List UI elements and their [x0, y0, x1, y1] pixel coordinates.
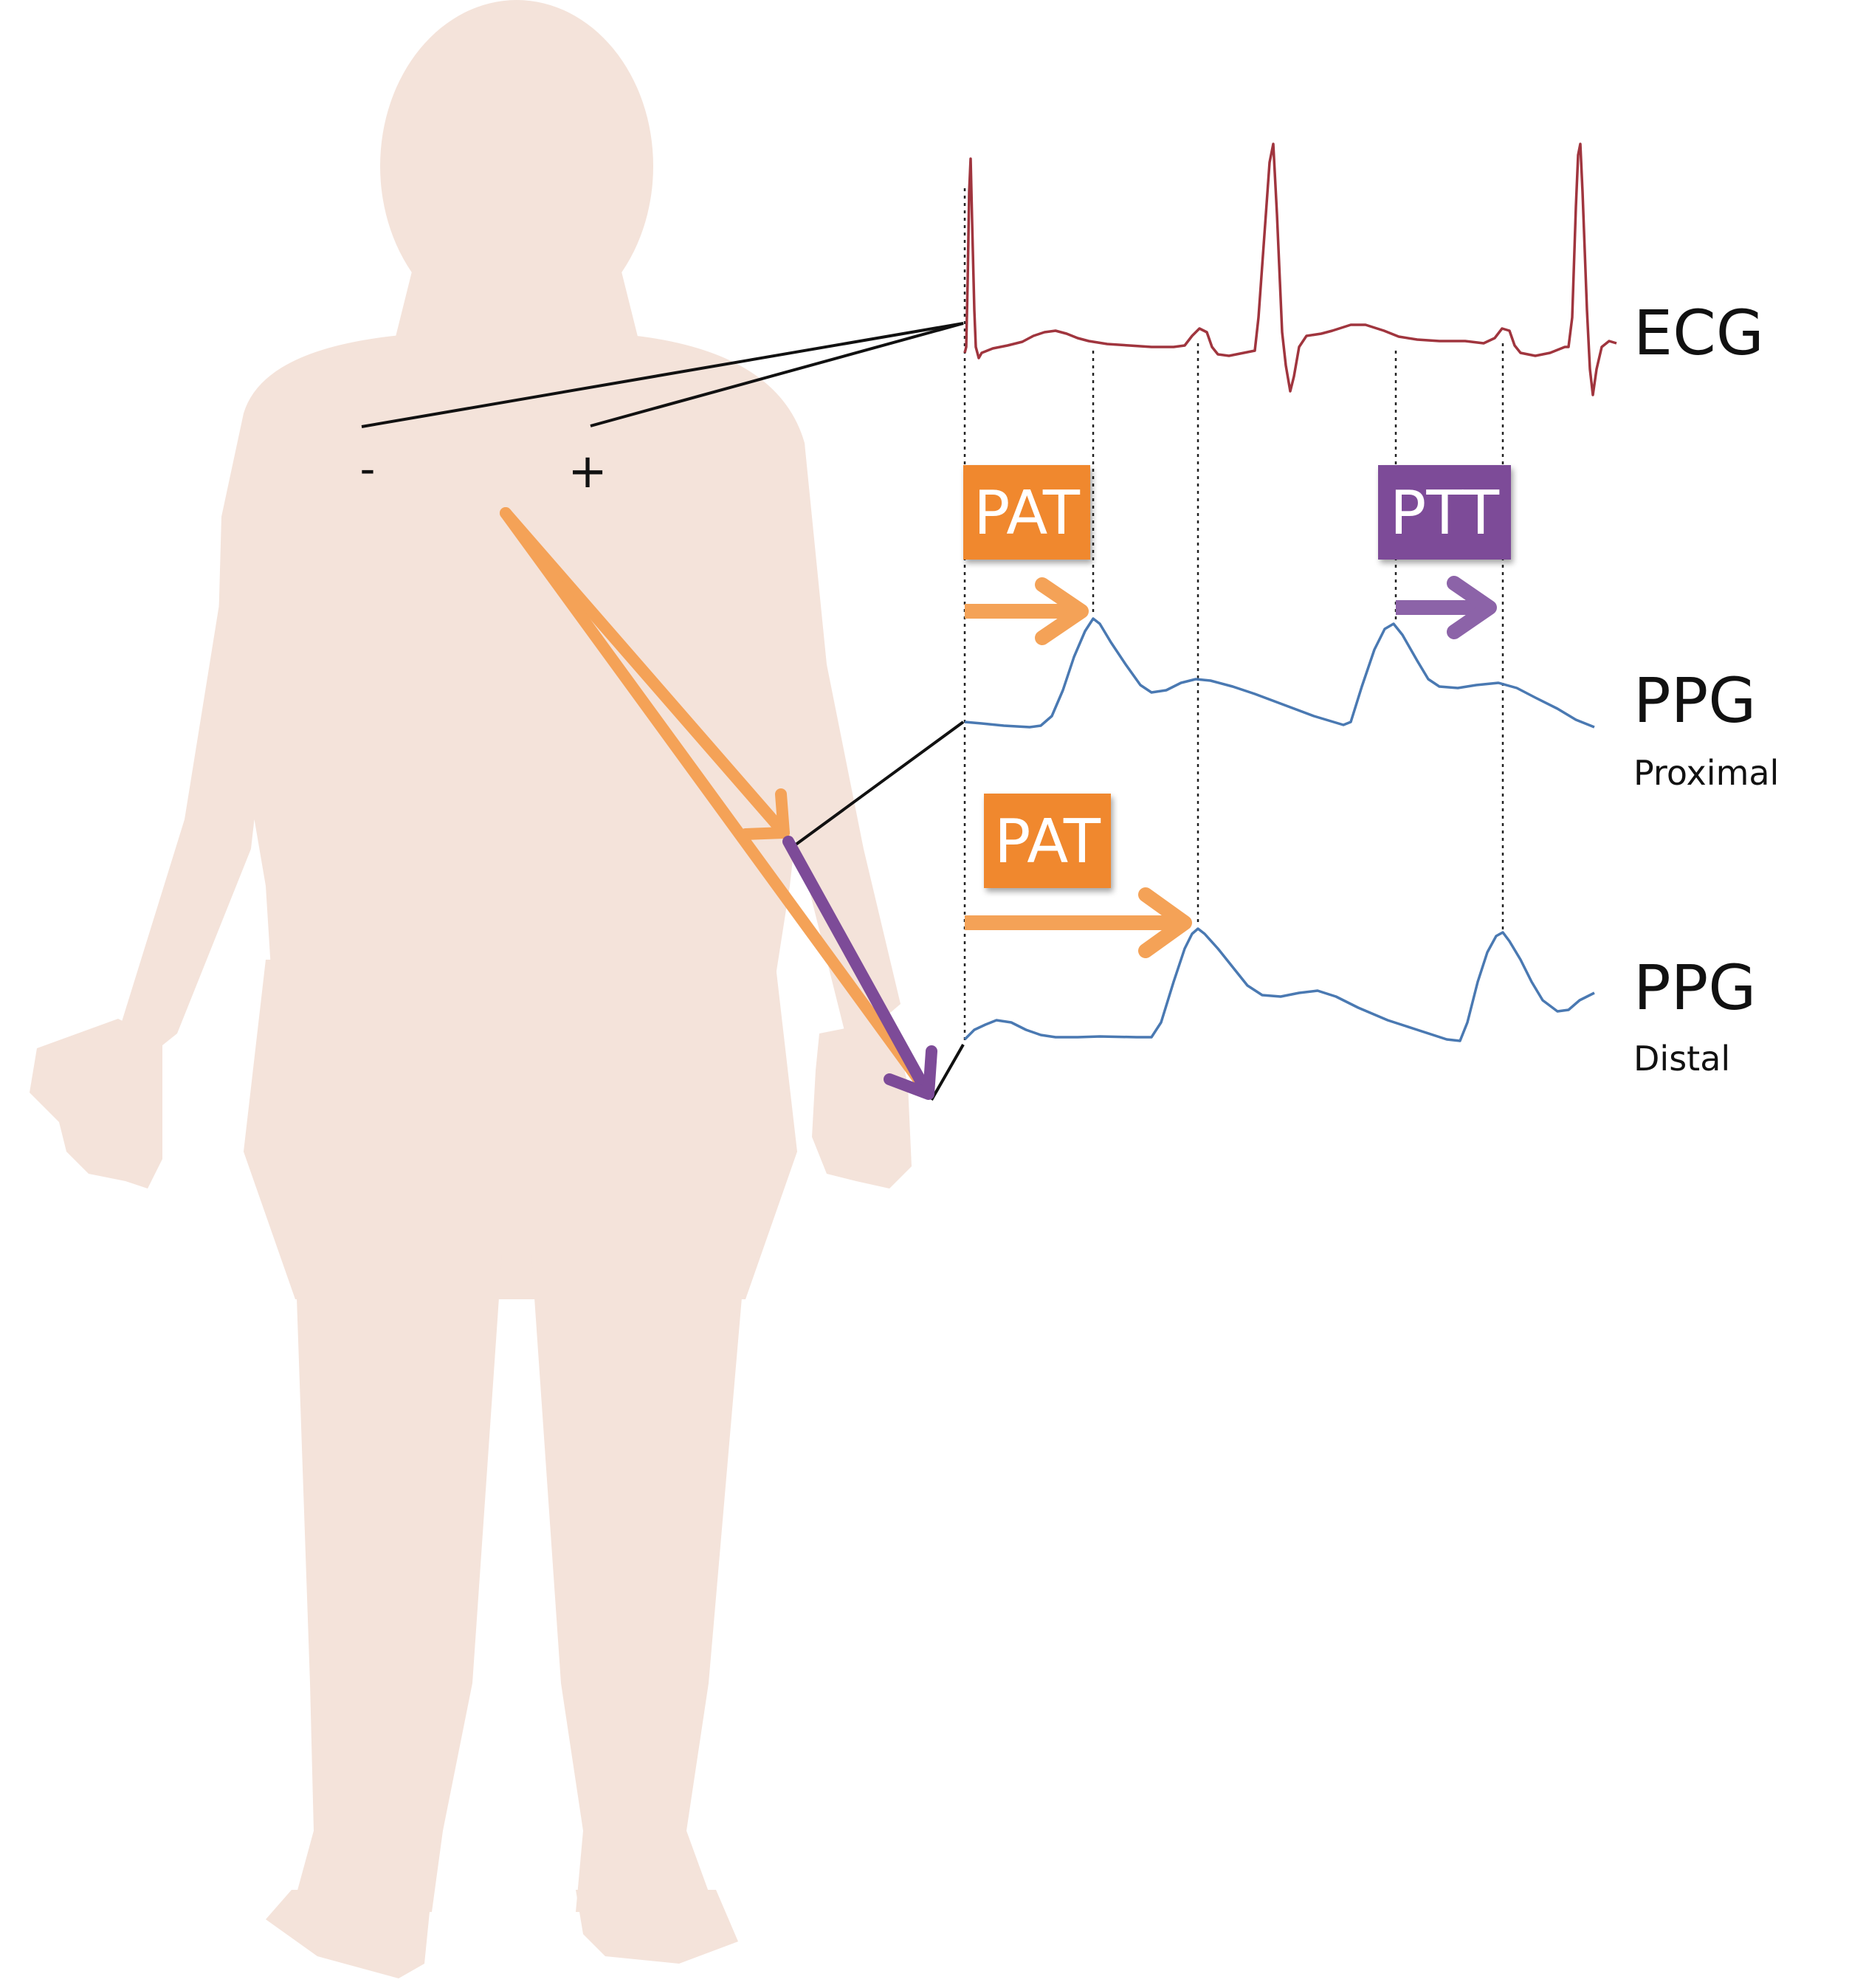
- ppg-distal-waveform: [963, 927, 1595, 1042]
- pulse-path-proximal-arrow: [500, 507, 790, 840]
- ecg-lead-negative-wire: [361, 322, 964, 428]
- figure-head: [380, 0, 653, 332]
- ecg-leads: [361, 322, 965, 1101]
- ecg-label: ECG: [1633, 297, 1764, 369]
- figure-arm-left: [118, 413, 295, 1063]
- pat-distal-badge: PAT: [984, 794, 1111, 888]
- ecg-lead-positive-wire: [590, 322, 964, 427]
- figure-hips: [244, 960, 797, 1299]
- ppg-distal-sensor-wire: [930, 1044, 965, 1101]
- pat-proximal-badge-label: PAT: [974, 478, 1081, 548]
- pat-distal-badge-label: PAT: [994, 807, 1101, 877]
- pulse-transit-segment-arrow: [782, 836, 937, 1100]
- ppg-proximal-label: PPG: [1633, 664, 1756, 737]
- ppg-proximal-sublabel: Proximal: [1633, 753, 1779, 793]
- pulse-path-distal-arrow: [500, 507, 929, 1091]
- human-silhouette-icon: [30, 0, 912, 1978]
- figure-hand-right: [812, 1019, 912, 1189]
- pat-proximal-interval-arrow: [965, 577, 1089, 645]
- ecg-waveform: [963, 142, 1617, 396]
- figure-leg-left: [292, 1255, 502, 1912]
- figure-foot-left: [266, 1890, 432, 1978]
- figure-torso-upper: [218, 332, 819, 650]
- ptt-badge-label: PTT: [1390, 478, 1500, 548]
- pulse-path-arrows: [500, 507, 937, 1100]
- pat-distal-interval-arrow: [965, 887, 1192, 958]
- ppg-distal-label: PPG: [1633, 952, 1756, 1024]
- figure-arm-right: [746, 428, 901, 1048]
- timing-guides: [963, 188, 1504, 1041]
- figure-foot-right: [576, 1890, 738, 1964]
- ppg-proximal-sensor-wire: [788, 720, 965, 850]
- ptt-badge: PTT: [1378, 465, 1511, 560]
- electrode-positive-sign: +: [568, 444, 607, 499]
- ppg-proximal-waveform: [964, 617, 1595, 729]
- figure-hand-left: [30, 1019, 162, 1189]
- electrode-negative-sign: -: [360, 444, 376, 494]
- pat-proximal-badge: PAT: [963, 465, 1090, 560]
- ppg-distal-sublabel: Distal: [1633, 1039, 1730, 1079]
- ptt-interval-arrow: [1396, 576, 1497, 639]
- figure-leg-right: [531, 1255, 746, 1912]
